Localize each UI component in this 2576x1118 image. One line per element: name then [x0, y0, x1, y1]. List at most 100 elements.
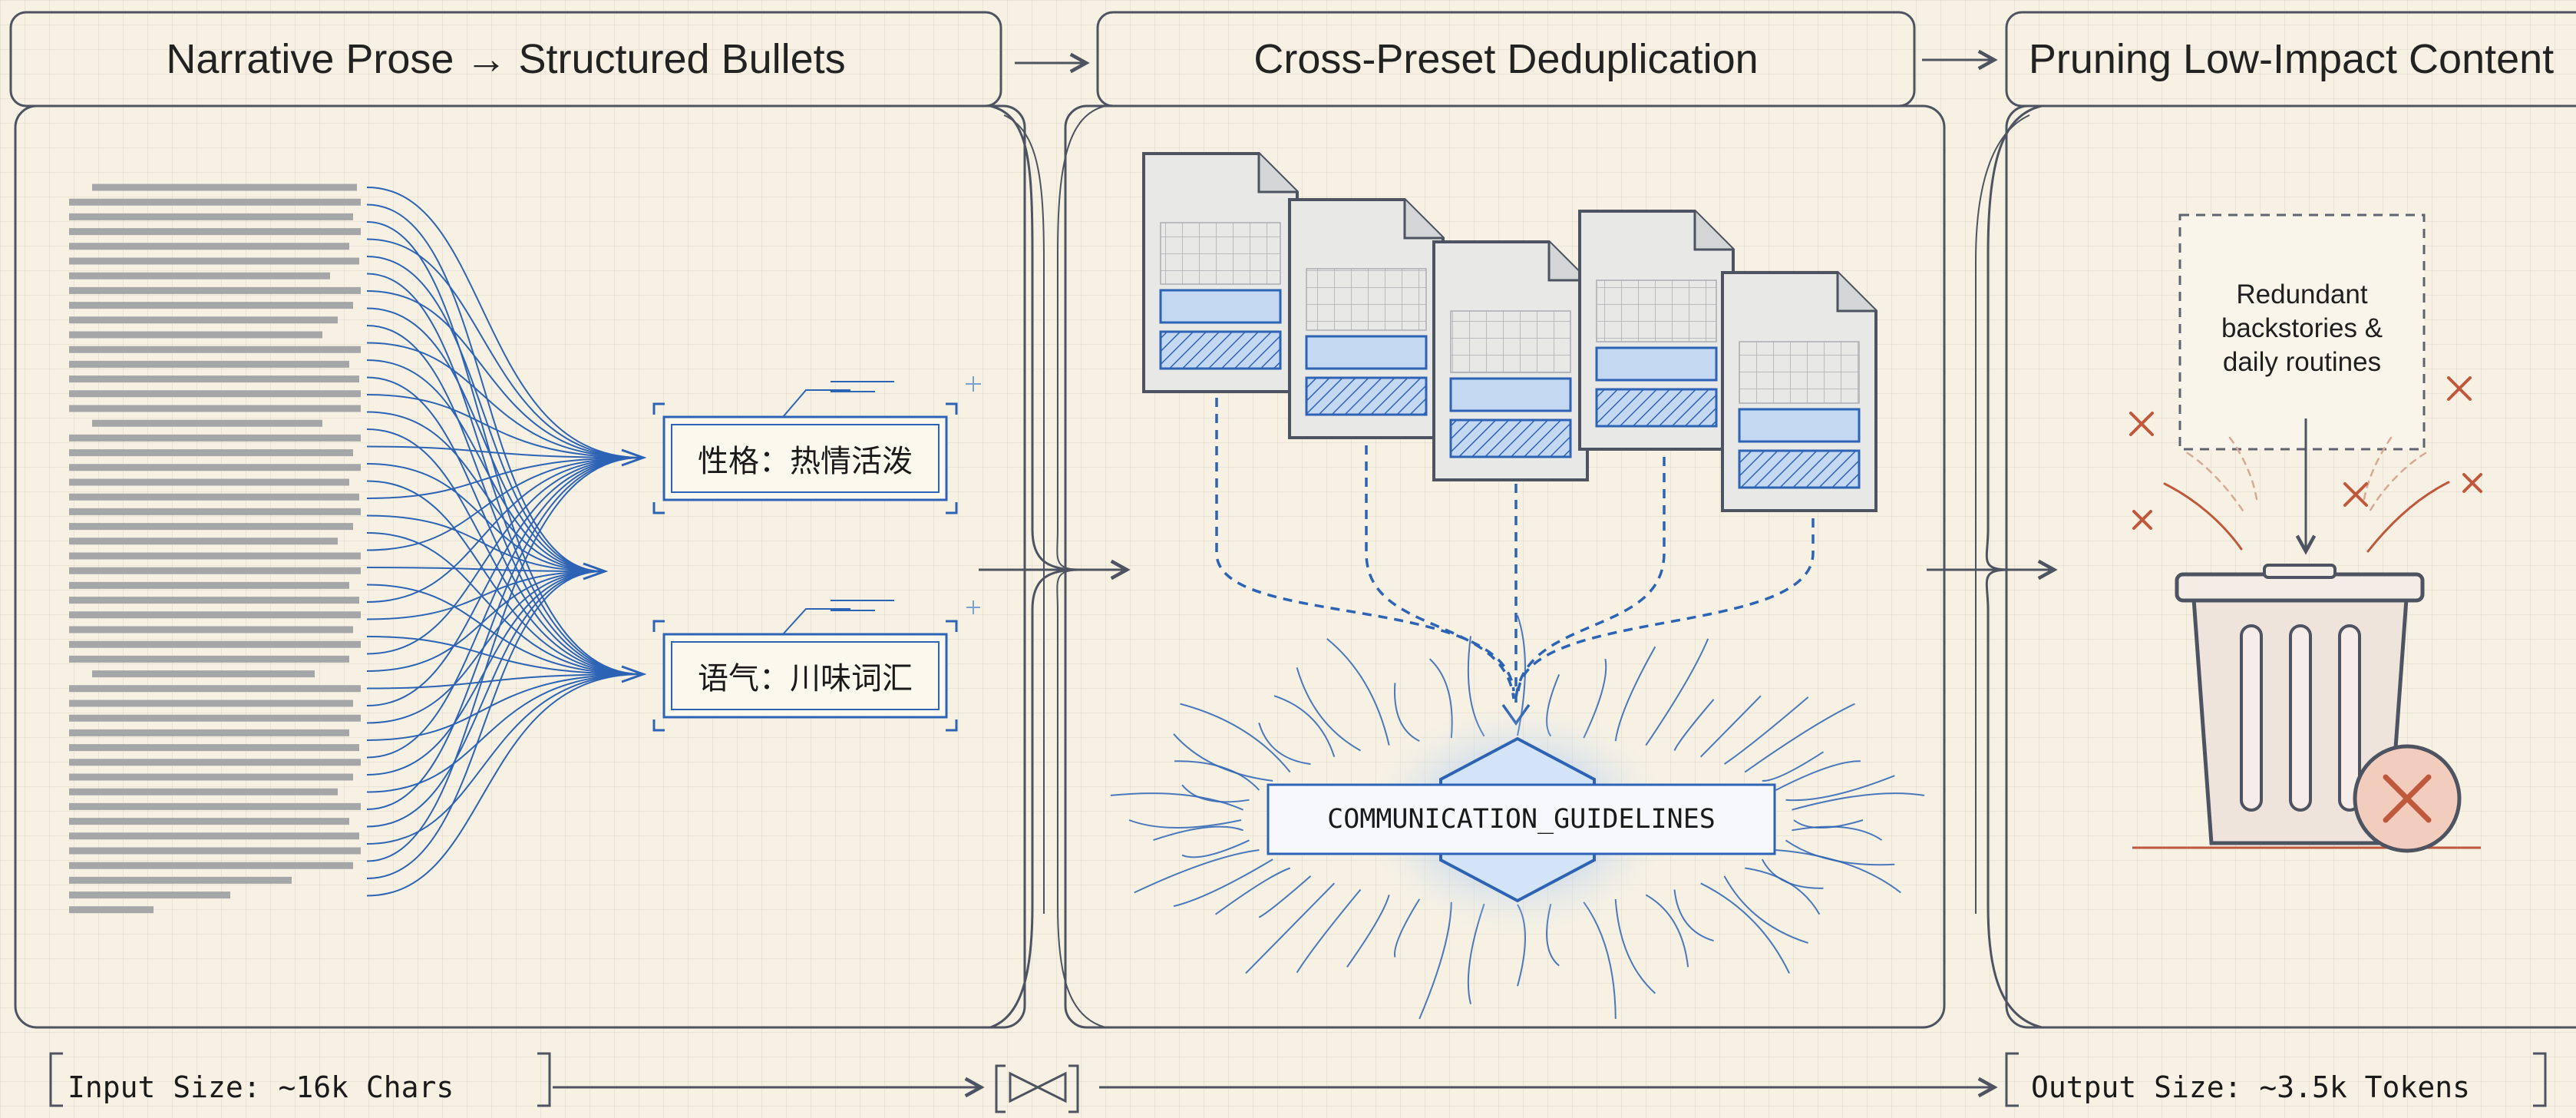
panel-3-body [2005, 104, 2576, 1029]
fan-curve [366, 673, 642, 793]
fan-curve [366, 221, 642, 675]
bullet-frame-1 [652, 376, 981, 514]
fan-curve [366, 673, 642, 741]
bowtie-icon [995, 1064, 1079, 1113]
fan-curve [366, 342, 642, 458]
fan-curves [366, 187, 642, 897]
radiating-line [1792, 792, 1925, 811]
radiating-line [1673, 889, 1714, 942]
fan-curve [366, 187, 642, 458]
radiating-line [1723, 875, 1809, 944]
fan-curve [366, 514, 603, 572]
fan-arrowheads [583, 448, 647, 683]
bracket-join-3 [1985, 104, 2043, 1029]
fan-curve [366, 571, 603, 828]
fan-curve [366, 636, 642, 675]
fan-curve [366, 571, 603, 672]
fan-curve [366, 463, 603, 572]
fan-curve [366, 457, 642, 810]
radiating-line [1762, 751, 1825, 782]
radiating-line [1273, 695, 1336, 758]
fan-curve [366, 532, 642, 675]
fan-curve [366, 290, 642, 458]
radiating-line [1394, 898, 1421, 958]
radiating-line [1153, 825, 1243, 842]
radiating-line [1346, 895, 1390, 968]
document-icon [1142, 152, 1299, 393]
radiating-line [1296, 667, 1361, 752]
fan-curve [366, 394, 642, 458]
panel-1-body [14, 104, 1026, 1029]
radiating-line [1134, 849, 1260, 894]
guidelines-node-label: COMMUNICATION_GUIDELINES [1327, 804, 1716, 835]
fan-curve [366, 307, 603, 572]
fan-curve [366, 238, 642, 458]
fan-curve [366, 256, 603, 572]
footer-brackets [49, 1052, 2547, 1107]
fan-curve [366, 673, 642, 690]
panel-3-title: Pruning Low-Impact Content [2028, 36, 2555, 82]
radiating-line [1174, 760, 1260, 791]
document-icon [1432, 240, 1589, 481]
pruning-note: Redundant backstories & daily routines [2221, 280, 2383, 377]
radiating-line [1785, 775, 1895, 802]
radiating-line [1700, 882, 1791, 974]
toss-lines [2163, 436, 2450, 553]
bracket-join-1b [1003, 114, 1045, 914]
fan-curve [366, 457, 642, 706]
radiating-lines [1110, 615, 1925, 1020]
radiating-line [1326, 638, 1390, 746]
radiating-line [1110, 792, 1244, 811]
radiating-line [1699, 695, 1762, 758]
radiating-line [1673, 699, 1715, 751]
fan-curve [366, 428, 642, 675]
header-arrows [1015, 60, 1994, 63]
fan-curve [366, 457, 642, 862]
pruning-note-frame [2178, 213, 2426, 451]
fan-curve [366, 571, 603, 620]
fan-curve [366, 567, 603, 572]
radiating-line [1645, 638, 1709, 746]
radiating-line [1645, 894, 1689, 968]
radiating-line [1173, 858, 1273, 908]
trash-can-icon [2132, 564, 2481, 849]
fan-curve [366, 673, 642, 897]
discard-marks [2129, 376, 2482, 530]
radiating-line [1393, 683, 1420, 742]
preset-documents [1142, 152, 1878, 512]
radiating-line [1792, 825, 1883, 841]
output-size-stat: Output Size: ~3.5k Tokens [2031, 1070, 2470, 1104]
input-size-stat: Input Size: ~16k Chars [68, 1070, 454, 1104]
panel-frames [9, 11, 2576, 1029]
fan-curve [366, 457, 642, 603]
bullet-tone: 语气：川味词汇 [698, 661, 913, 696]
fan-curve [366, 480, 642, 675]
bullet-personality: 性格：热情活泼 [698, 444, 913, 479]
fan-curve [366, 411, 603, 572]
fan-curve [366, 584, 642, 675]
radiating-line [1258, 875, 1312, 918]
fan-curve [366, 359, 603, 572]
document-icon [1578, 210, 1735, 451]
radiating-line [1775, 849, 1901, 894]
radiating-line [1614, 898, 1656, 994]
radiating-line [1215, 867, 1291, 915]
fan-curve [366, 457, 642, 655]
fan-curve [366, 457, 642, 551]
radiating-line [1793, 819, 1864, 829]
radiating-line [1296, 888, 1362, 974]
radiating-line [1745, 867, 1821, 915]
fan-curve [366, 325, 642, 675]
radiating-line [1181, 784, 1250, 803]
radiating-line [1744, 703, 1855, 773]
panel-1-title: Narrative Prose → Structured Bullets [166, 36, 846, 82]
fan-curve [366, 457, 642, 759]
radiating-line [1614, 646, 1656, 742]
radiating-line [1181, 839, 1250, 858]
document-icon [1288, 198, 1445, 439]
prose-text-lines [69, 184, 361, 914]
fan-curve [366, 673, 642, 845]
panel-2-title: Cross-Preset Deduplication [1253, 36, 1759, 82]
fan-curve [366, 445, 642, 458]
